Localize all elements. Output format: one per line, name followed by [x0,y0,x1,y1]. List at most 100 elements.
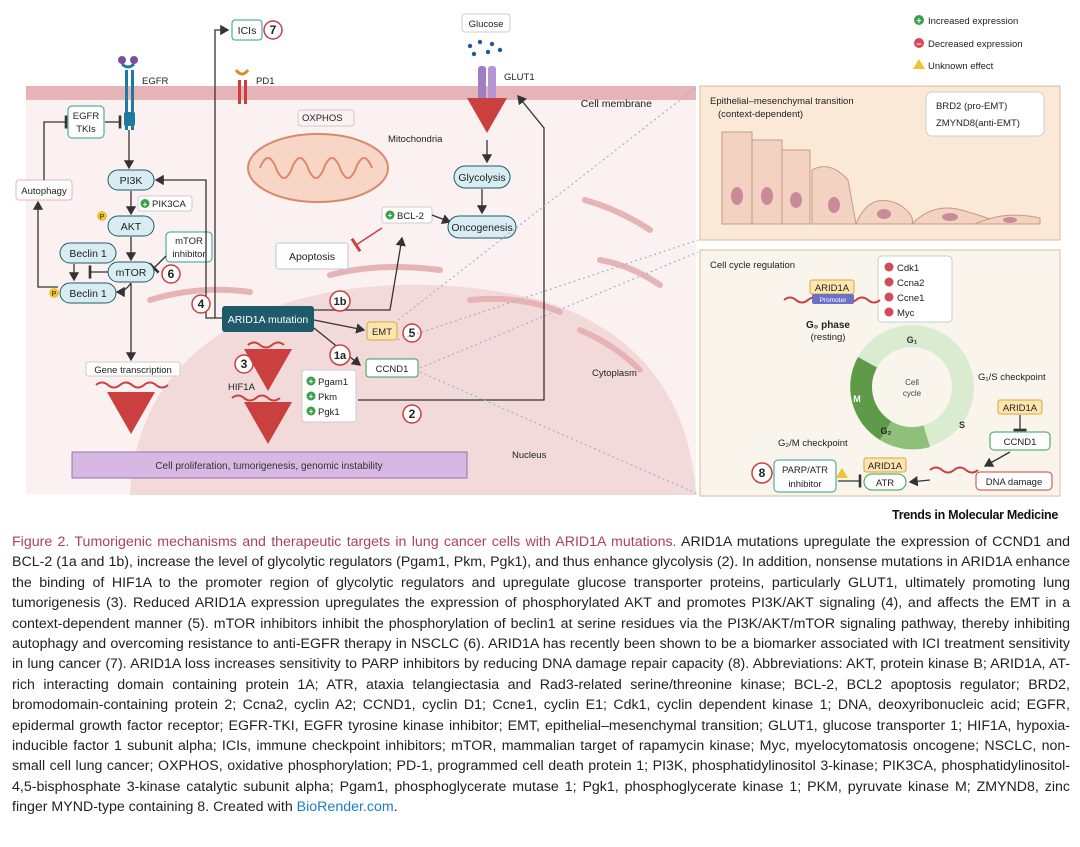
plus-icon [385,210,395,220]
icis-box [231,19,263,41]
dna-icon [95,381,169,389]
egfr-label: EGFR [142,76,169,87]
inhibit-apoptosis [350,227,383,253]
svg-text:Glucose: Glucose [469,19,504,30]
svg-text:Pgk1: Pgk1 [318,407,340,418]
svg-text:Cell cycle regulation: Cell cycle regulation [710,260,795,271]
legend-unknown: Unknown effect [928,61,994,72]
svg-text:BCL-2: BCL-2 [397,211,424,222]
mitochondria-icon [247,133,389,203]
warning-icon [913,59,925,69]
svg-text:ARID1A: ARID1A [1003,403,1038,414]
proliferation-bar [71,451,468,479]
arrow-to-glut1 [358,94,545,401]
svg-text:Pkm: Pkm [318,392,337,403]
dna-icon [247,341,285,349]
arrow-beclin-autophagy [32,200,58,288]
arid1a-mutation-box [222,306,314,332]
phospho-p [97,211,107,221]
emt-panel: Epithelial–mesenchymal transition (conte… [699,85,1061,241]
svg-text:Cell: Cell [905,378,919,387]
glycolysis-node [453,165,511,189]
egfr-tkis-box [67,105,105,139]
caption-end: . [393,799,398,816]
minus-icon [914,38,924,48]
svg-text:Cdk1: Cdk1 [897,263,919,274]
svg-text:3: 3 [241,357,248,371]
pd1-label: PD1 [256,76,274,87]
svg-text:1a: 1a [334,350,347,362]
svg-text:Oncogenesis: Oncogenesis [451,222,512,234]
svg-text:ZMYND8(anti-EMT): ZMYND8(anti-EMT) [936,118,1020,129]
svg-text:Apoptosis: Apoptosis [289,251,335,263]
journal-name: Trends in Molecular Medicine [892,508,1058,522]
dna-damage-box [975,471,1053,491]
svg-text:+: + [143,200,148,209]
svg-text:+: + [309,407,314,416]
glycolytic-regulators-box [301,369,357,423]
svg-text:ARID1A: ARID1A [815,283,850,294]
svg-text:DNA damage: DNA damage [986,477,1043,488]
svg-text:mTOR: mTOR [116,267,147,279]
figure-title: Figure 2. Tumorigenic mechanisms and the… [12,534,677,550]
svg-text:Gene transcription: Gene transcription [94,365,172,376]
svg-text:P: P [100,214,105,221]
svg-text:EGFR: EGFR [73,111,100,122]
svg-text:inhibitor: inhibitor [788,479,821,490]
svg-text:mTOR: mTOR [175,236,203,247]
pik3ca-box [137,195,193,212]
arid1a-box-atr [863,457,907,473]
parp-atr-inhibitor-box [773,459,837,493]
cell-cycle-wheel [850,325,974,450]
svg-text:ATR: ATR [876,478,894,489]
svg-text:cycle: cycle [903,389,922,398]
oncogenesis-node [447,215,517,239]
step-2 [402,404,422,424]
beclin1-node-top [59,242,117,264]
svg-text:(resting): (resting) [811,332,846,343]
plus-icon [306,376,316,386]
cell-membrane-label: Cell membrane [581,98,652,110]
pi3k-node [107,169,155,191]
svg-text:PARP/ATR: PARP/ATR [782,465,828,476]
svg-text:Myc: Myc [897,308,915,319]
minus-icon [884,307,894,317]
svg-text:G₂/M checkpoint: G₂/M checkpoint [778,438,848,449]
plus-icon [914,15,924,25]
oxphos-label: OXPHOS [302,113,343,124]
svg-text:CCND1: CCND1 [376,364,409,375]
promoter-box [812,294,854,304]
legend-increased: Increased expression [928,16,1018,27]
svg-text:TKIs: TKIs [76,124,96,135]
step-8 [751,462,773,484]
svg-text:+: + [388,211,393,220]
figure-diagram: Cell membrane + Increased expression – D… [15,13,1061,497]
svg-text:Cell proliferation, tumorigene: Cell proliferation, tumorigenesis, genom… [155,461,382,472]
downregulated-genes-box [877,255,953,323]
svg-text:PI3K: PI3K [120,175,143,187]
svg-text:Ccna2: Ccna2 [897,278,924,289]
svg-text:M: M [853,394,861,404]
svg-text:G₀ phase: G₀ phase [806,320,850,331]
dna-icon [231,394,281,402]
cytoplasm-label: Cytoplasm [592,368,637,379]
arrow-arid1a-pi3k [154,174,222,319]
figure-caption: Figure 2. Tumorigenic mechanisms and the… [12,532,1070,818]
biorender-link[interactable]: BioRender.com [296,799,394,816]
pd1-receptor [234,69,250,104]
svg-text:Pgam1: Pgam1 [318,377,348,388]
step-4 [191,294,211,314]
step-5 [402,323,422,343]
mtor-inhibitor-box [165,231,213,263]
svg-text:(context-dependent): (context-dependent) [718,109,803,120]
minus-icon [884,277,894,287]
svg-text:Epithelial–mesenchymal transit: Epithelial–mesenchymal transition [710,96,854,107]
inhibit-tkis [43,115,68,180]
svg-text:PIK3CA: PIK3CA [152,199,186,210]
svg-text:8: 8 [759,466,766,480]
emt-box [366,321,398,341]
svg-text:+: + [309,392,314,401]
svg-text:ARID1A: ARID1A [868,461,903,472]
svg-text:BRD2 (pro-EMT): BRD2 (pro-EMT) [936,101,1007,112]
gene-transcription-box [85,361,181,377]
